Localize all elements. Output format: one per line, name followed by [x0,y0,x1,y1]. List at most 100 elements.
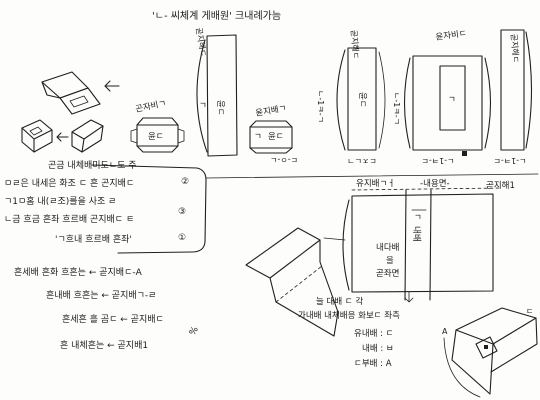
plan-strip-mark: ㄱ [414,213,422,223]
panel-h-code: ㄴ-1ㅋ-ㄷ [494,156,527,165]
panel-g-right-arc [484,57,492,149]
l-shape-side-face [269,239,339,337]
panel-e-body [347,47,377,151]
box-mark-top: ㄷ [526,307,533,316]
box-a-label: 곤자비ㄱ [135,99,168,115]
panel-e-left-arc [336,49,346,151]
legend-item: 유내배 : ㄷ [354,329,394,339]
l-shape-top-face [245,227,321,279]
percent-mark: % [188,325,201,338]
box-left-face [451,329,494,395]
panel-b-text: 윤ㄷ [215,100,225,116]
plan-note: 늘 대배 ㄷ 각 [316,296,363,307]
thin-panel-h [500,29,533,151]
box-c-code: ㄷ-ㅇ-ㄴ [270,155,298,164]
box-c-mark: ㄱ [254,132,262,142]
lid-edge [41,81,61,99]
plan-strip [404,189,432,301]
plan-label-right: 곧지해1 [486,181,515,191]
plan-side-text: 을 [386,256,394,266]
arrow-left-icon [104,80,120,92]
rect-panel-g [403,55,492,156]
circled-number: ③ [178,207,186,217]
plan-label-center: -내용면- [420,178,450,189]
box-3d-sketch [443,307,538,398]
lid-panel [41,71,89,99]
plan-outline [351,193,494,293]
plan-note: 가내배 내체배응 화보ㄷ 좌측 [298,310,400,321]
panel-b-arc [196,39,208,153]
small-cube-sketch [21,119,53,153]
left-list-line: ㄱ1ㅁ홈 내(ㄹ조)를을 사조 ㄹ [4,195,116,207]
plan-left-arc [342,199,350,291]
code-d: ㄴ-1ㅋ-ㄱ [316,90,325,123]
piece-side [71,131,85,153]
left-list-line: 곤금 내체배미도ㄴ도 주 [48,160,137,171]
panel-h-body [500,29,525,151]
title-text: 'ㄴ- 씨체계 게배원' 크내례가늠 [152,10,281,22]
box-right-face [490,317,538,373]
folded-piece-sketch [71,119,104,153]
cube-left [21,127,35,153]
panel-g-left-arc [403,57,411,149]
box-c-label: 윤지배ㄱ [255,104,288,119]
circled-number: ② [181,177,189,187]
section-divider [205,173,539,179]
cube-top [21,119,53,140]
flat-box-c [249,120,293,154]
box-a-bottom-flap [136,145,179,153]
arrow-left-icon [56,132,69,142]
box-window-mark [484,345,488,349]
panel-b-mark: ㄱ [199,101,207,111]
plan-top-guide [351,187,501,191]
legend-item: ㄷ부배 : A [354,359,392,369]
plan-label-left: 유지배ㄱㅓ [356,179,395,189]
base-slot [69,95,89,108]
plan-strip-text: 내배 [411,226,421,242]
box-a-side-flaps [130,128,185,144]
panel-e-top-label: 곧지해ㄷ [349,29,362,59]
box-mark-side: A [442,327,448,336]
piece-front [81,125,104,153]
cube-right [33,129,53,153]
cube-mark [29,126,43,136]
lower-list-line: 흔세흔 흘 곰ㄷ ← 곧지배ㄷ [62,313,164,325]
plan-side-text: 곧좌면 [376,268,399,279]
left-list-line: 'ㄱ흐내 흐르배 흔좌' [55,233,132,245]
box-top-face [455,307,537,345]
lower-list-line: 흔세배 흔화 흐흔는 ← 곧지배ㄷ-A [14,266,143,278]
tall-panel-b [196,34,238,157]
panel-g-body [412,55,483,151]
panel-b-body [206,34,238,157]
box-c-bottom-flap [249,147,293,154]
code-f: ㄴ-1ㅋ-ㄱ [392,92,401,125]
panel-e-text: 윤ㄷ [357,92,367,108]
panel-e-bottom-code: ㄷㅈㄴㄱ [347,156,376,165]
box-a-text: 윤ㄷ [148,132,164,142]
panel-h-arc [525,31,533,149]
plan-side-text: 내다배 [376,243,399,253]
box-a-top-flap [136,117,179,126]
flat-box-a [130,117,185,153]
left-list-line: ㄴ금 흐금 흔좌 흐르배 곤지배ㄷ ㅌ [4,213,134,225]
left-list-frame [91,164,207,254]
l-shape-sheet-sketch [245,227,346,337]
l-shape-fold-line [275,265,323,303]
lower-list-line: 흔 내체흔는 ← 곧지배1 [60,339,148,351]
open-box-sketch [41,71,101,115]
arrow-down-icon [404,291,414,303]
left-list-line: ㅁㄹ은 내세은 화조 ㄷ 흔 곤지배ㄷ [4,177,134,189]
panel-e-right-arc [378,51,386,149]
lower-list-line: 흔내배 흐흔는 ← 곧지배ㄱ-ㄹ [46,289,156,301]
tall-panel-e [336,47,386,151]
panel-g-top-label: 윤자비ㄷ [435,29,467,43]
box-c-text: 윤ㄷ [268,132,284,142]
panel-h-top-label: 곧지해ㄷ [509,33,522,63]
legend-item: 내배 : ㅂ [362,344,394,354]
circled-number: ① [178,233,186,243]
panel-g-marker [462,151,467,156]
l-shape-pointer [323,237,346,241]
panel-g-mark: ㄱ [448,95,456,105]
box-side-arc [443,337,481,398]
